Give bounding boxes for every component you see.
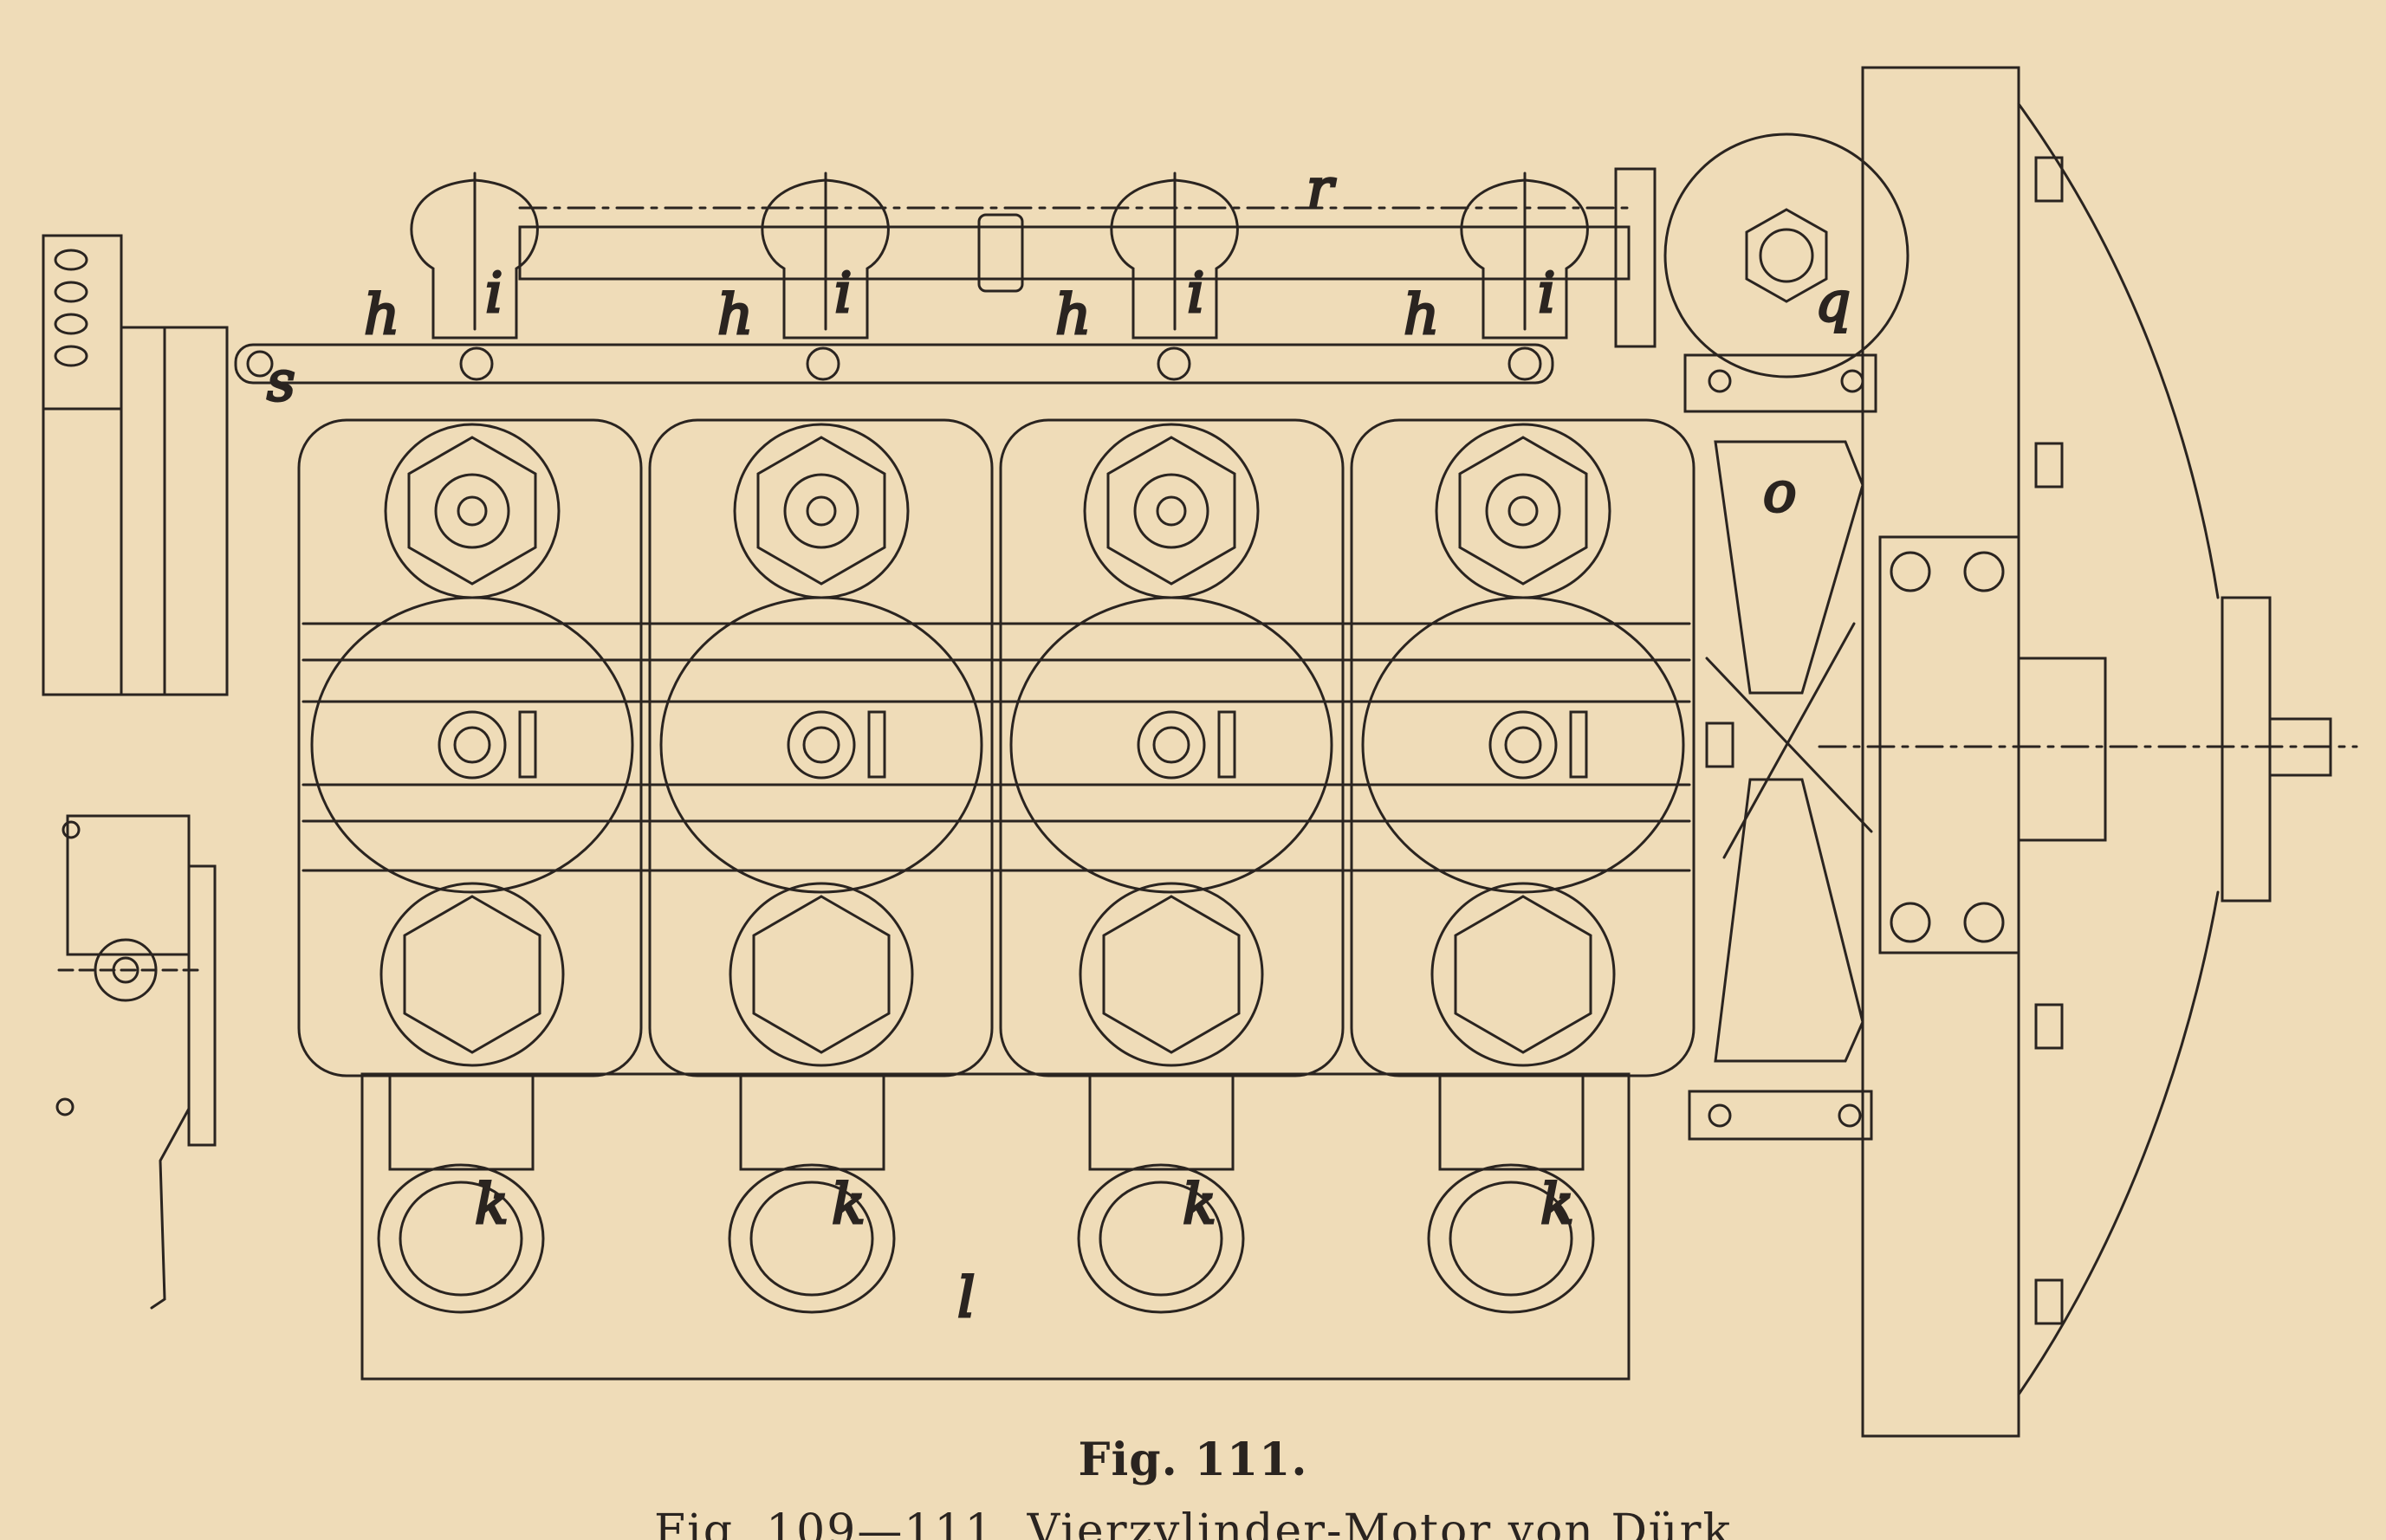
valve-bulbs-i — [410, 171, 1589, 340]
label-h-2: h — [717, 283, 753, 347]
label-h-3: h — [1055, 283, 1091, 347]
label-o: o — [1763, 461, 1797, 525]
label-i-2: i — [834, 262, 852, 326]
compression-taps — [438, 710, 1588, 780]
label-r: r — [1306, 158, 1336, 222]
label-i-4: i — [1538, 262, 1555, 326]
fan-o — [1688, 440, 1873, 1141]
label-h-4: h — [1404, 283, 1439, 347]
figure-subcaption: Fig. 109—111. Vierzylinder-Motor von Dür… — [654, 1505, 1732, 1540]
label-i-1: i — [485, 262, 502, 326]
label-i-3: i — [1187, 262, 1204, 326]
crankcase-l — [360, 1072, 1631, 1381]
left-mounting-panel — [42, 234, 229, 1310]
label-s: s — [267, 350, 295, 414]
label-k-4: k — [1540, 1173, 1574, 1237]
flywheel-housing — [1818, 66, 2358, 1438]
lower-hex-caps — [379, 882, 1616, 1067]
exhaust-elbows-k — [377, 1072, 1595, 1314]
drawing-labels: r q s o l h h h h i i i i k k k k — [266, 157, 1852, 1332]
label-l: l — [957, 1266, 975, 1330]
cylinder-head-plugs — [384, 423, 1611, 599]
intake-manifold-r — [518, 167, 1657, 348]
label-k-2: k — [832, 1173, 866, 1237]
rocker-rod-s — [234, 343, 1554, 385]
label-q: q — [1815, 270, 1851, 334]
figure-caption: Fig. 111. — [1078, 1433, 1308, 1486]
label-k-1: k — [475, 1173, 509, 1237]
label-k-3: k — [1183, 1173, 1216, 1237]
pump-q — [1663, 133, 1909, 413]
cylinder-block — [297, 418, 1695, 1077]
label-h-1: h — [364, 283, 399, 347]
